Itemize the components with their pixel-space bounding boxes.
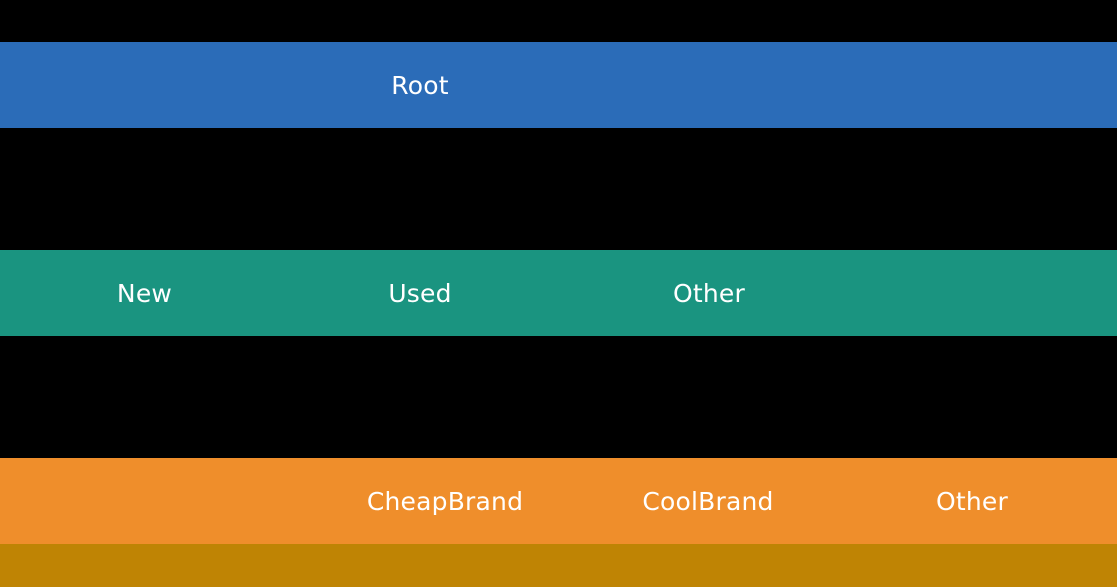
icicle-node-label: Other bbox=[936, 486, 1008, 516]
icicle-node-unlabeled[interactable] bbox=[810, 250, 1117, 336]
icicle-node-unlabeled[interactable] bbox=[520, 42, 1117, 128]
icicle-node-unlabeled[interactable] bbox=[245, 250, 320, 336]
icicle-node-cheapbrand[interactable]: CheapBrand bbox=[345, 458, 545, 544]
icicle-node-new[interactable]: New bbox=[44, 250, 245, 336]
icicle-node-root[interactable]: Root bbox=[320, 42, 520, 128]
icicle-node-unlabeled[interactable] bbox=[0, 42, 320, 128]
icicle-node-other[interactable]: Other bbox=[872, 458, 1072, 544]
icicle-node-label: Used bbox=[388, 278, 452, 308]
icicle-node-other[interactable]: Other bbox=[608, 250, 810, 336]
icicle-row-category-level: New Used Other bbox=[0, 250, 1117, 336]
icicle-node-label: Root bbox=[391, 70, 449, 100]
icicle-node-label: Other bbox=[673, 278, 745, 308]
icicle-node-coolbrand[interactable]: CoolBrand bbox=[608, 458, 808, 544]
icicle-row-brand-level: CheapBrand CoolBrand Other bbox=[0, 458, 1117, 544]
icicle-node-used[interactable]: Used bbox=[320, 250, 520, 336]
icicle-row-leaf-level bbox=[0, 544, 1117, 587]
icicle-node-unlabeled[interactable] bbox=[0, 544, 1117, 587]
icicle-row-root-level: Root bbox=[0, 42, 1117, 128]
icicle-node-unlabeled[interactable] bbox=[1072, 458, 1117, 544]
icicle-node-unlabeled[interactable] bbox=[520, 250, 608, 336]
icicle-node-unlabeled[interactable] bbox=[0, 250, 44, 336]
icicle-node-label: New bbox=[116, 278, 173, 308]
icicle-node-label: CheapBrand bbox=[366, 486, 524, 516]
icicle-node-label: CoolBrand bbox=[642, 486, 774, 516]
icicle-node-unlabeled[interactable] bbox=[545, 458, 608, 544]
icicle-node-unlabeled[interactable] bbox=[808, 458, 872, 544]
icicle-node-unlabeled[interactable] bbox=[0, 458, 345, 544]
